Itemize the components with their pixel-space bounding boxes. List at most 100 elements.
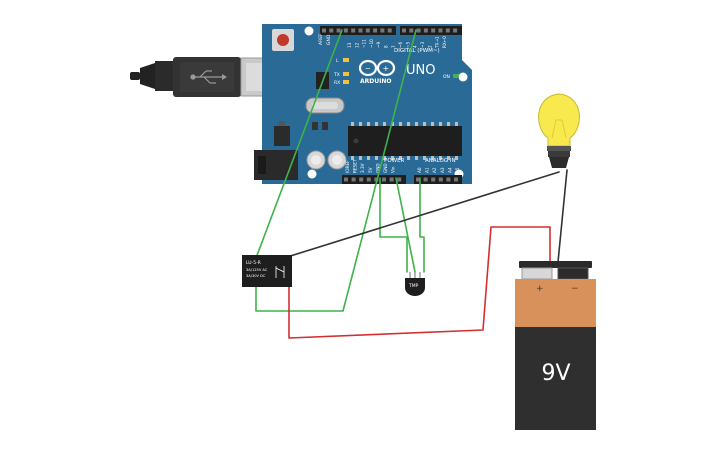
pin-label: 5V [368, 167, 373, 173]
header-pin[interactable] [438, 28, 443, 33]
header-pin[interactable] [389, 177, 394, 182]
on-label: ON [443, 74, 450, 80]
chip-leg [407, 156, 410, 160]
wire-digital-to-relay[interactable] [255, 29, 417, 312]
reset-button-cap [277, 34, 289, 46]
chip-leg [351, 156, 354, 160]
power-header [342, 175, 406, 184]
smd-part [322, 122, 328, 130]
header-pin[interactable] [438, 177, 443, 182]
header-pin[interactable] [373, 28, 378, 33]
mounting-hole [307, 169, 317, 179]
model-label: UNO [406, 63, 435, 78]
header-pin[interactable] [446, 177, 451, 182]
pin-label: A1 [425, 167, 430, 173]
power-label: POWER [384, 158, 405, 164]
chip-leg [367, 156, 370, 160]
header-pin[interactable] [402, 28, 406, 33]
header-pin[interactable] [359, 177, 364, 182]
bulb-base [549, 157, 569, 168]
header-pin[interactable] [351, 28, 356, 33]
header-pin[interactable] [445, 28, 450, 33]
usb-cable-strain-relief [140, 63, 155, 89]
pin-label: A0 [417, 167, 422, 173]
dc-power-jack-opening [258, 156, 266, 174]
wire-5v-to-sensor[interactable] [379, 177, 408, 273]
bulb-base-ring [547, 146, 571, 151]
header-pin[interactable] [322, 28, 326, 33]
wire-relay-to-bulb[interactable] [283, 171, 560, 259]
header-pin[interactable] [366, 177, 371, 182]
header-pin[interactable] [423, 177, 428, 182]
chip-leg [383, 122, 386, 126]
header-pin[interactable] [431, 177, 436, 182]
header-pin[interactable] [382, 177, 386, 182]
pin-label: ~5 [405, 41, 410, 48]
relay-rating-dc: 3A/30V DC [246, 274, 266, 278]
voltage-regulator [274, 126, 290, 146]
pin-label: 3.3V [360, 163, 365, 173]
chip-leg [415, 122, 418, 126]
header-pin[interactable] [358, 28, 363, 33]
atmega-chip [348, 126, 462, 156]
rx-led-label: RX [334, 80, 340, 86]
pin-label: GND [375, 163, 380, 173]
header-pin[interactable] [336, 28, 341, 33]
tx-led-label: TX [333, 72, 340, 78]
wire-relay-to-battery-positive[interactable] [288, 226, 551, 339]
wire-bulb-to-battery-negative[interactable] [557, 169, 568, 263]
logo-plus: + [383, 64, 390, 73]
pin-label: Vin [391, 166, 396, 173]
header-pin[interactable] [416, 177, 420, 182]
pin-label: A4 [447, 167, 452, 173]
header-pin[interactable] [344, 177, 348, 182]
chip-leg [351, 122, 354, 126]
l-led [343, 58, 349, 62]
header-pin[interactable] [387, 28, 392, 33]
header-pin[interactable] [423, 28, 428, 33]
battery-terminal-negative [557, 267, 589, 280]
tx-led [343, 72, 349, 76]
header-pin[interactable] [351, 177, 356, 182]
relay[interactable]: LU-5-R 3A/125V AC 3A/30V DC [242, 255, 292, 287]
header-pin[interactable] [431, 28, 436, 33]
mounting-hole [458, 72, 468, 82]
pin-label: ~11 [362, 39, 367, 48]
header-pin[interactable] [329, 28, 334, 33]
arduino-logo-icon [358, 59, 396, 77]
pin-label: 7 [391, 45, 396, 48]
header-pin[interactable] [380, 28, 385, 33]
wire-gnd-to-sensor[interactable] [395, 177, 416, 273]
light-bulb[interactable] [538, 93, 580, 168]
header-pin[interactable] [453, 28, 458, 33]
pin-label: A2 [432, 167, 437, 173]
analog-pin-row[interactable] [416, 177, 458, 182]
wire-gnd-to-relay[interactable] [255, 29, 343, 259]
header-pin[interactable] [409, 28, 414, 33]
chip-leg [439, 122, 442, 126]
voltage-regulator-tab [279, 121, 285, 126]
chip-leg [383, 156, 386, 160]
header-pin[interactable] [454, 177, 458, 182]
digital-pin-row[interactable] [322, 28, 458, 33]
battery-body [515, 327, 596, 430]
header-pin[interactable] [343, 28, 348, 33]
pin-label: TX→1 [435, 36, 440, 49]
pin-label: RESET [353, 159, 358, 173]
pin-label: ~9 [376, 41, 381, 48]
battery-voltage-label: 9V [541, 361, 570, 386]
mounting-hole [304, 26, 314, 36]
capacitor-top [332, 155, 342, 165]
chip-leg [359, 122, 362, 126]
temperature-sensor[interactable]: TMP [405, 272, 425, 296]
on-led [453, 74, 459, 78]
header-pin[interactable] [416, 28, 421, 33]
header-pin[interactable] [365, 28, 370, 33]
wire-a0-to-sensor[interactable] [419, 177, 425, 273]
bulb-base-ring [548, 151, 570, 157]
usb-cable-body [155, 61, 173, 91]
battery-9v[interactable]: + − 9V [515, 261, 596, 430]
header-pin[interactable] [397, 177, 402, 182]
